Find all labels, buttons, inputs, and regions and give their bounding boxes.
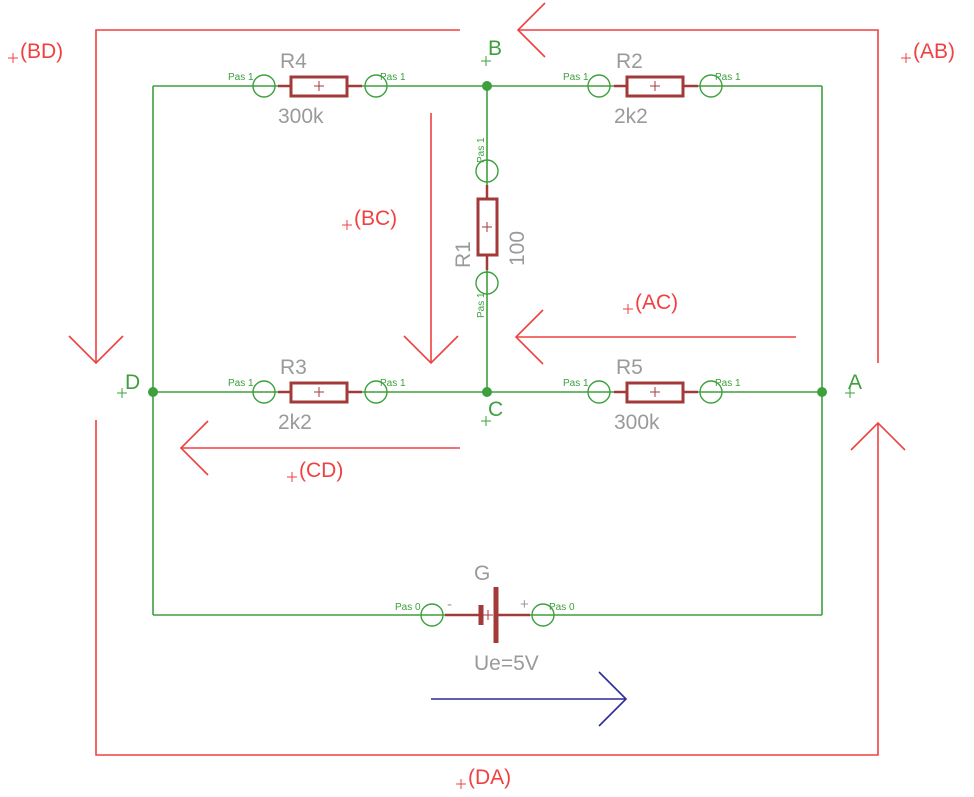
pad-circles	[252, 74, 723, 627]
battery-symbol	[445, 587, 530, 643]
r4-name: R4	[280, 50, 307, 73]
current-label-bd: (BD)	[20, 40, 63, 63]
node-label-d: D	[125, 371, 140, 394]
junction-c	[482, 387, 492, 397]
arrow-bc-head	[403, 335, 459, 365]
r4-value: 300k	[278, 105, 324, 128]
r1-value: 100	[506, 231, 529, 266]
current-label-da: (DA)	[468, 766, 511, 789]
r5-pad-left: Pas 1	[563, 378, 589, 389]
r5-name: R5	[616, 356, 643, 379]
current-label-ab: (AB)	[913, 40, 955, 63]
r5-pad-right: Pas 1	[715, 378, 741, 389]
r2-value: 2k2	[614, 105, 648, 128]
junction-a	[817, 387, 827, 397]
r3-name: R3	[280, 356, 307, 379]
arrow-bd-head	[68, 335, 124, 365]
resistor-leads	[278, 84, 698, 394]
arrow-ac-head	[514, 309, 544, 365]
arrow-ab	[518, 29, 879, 363]
junction-b	[482, 81, 492, 91]
current-label-bc: (BC)	[354, 207, 397, 230]
node-label-b: B	[488, 37, 502, 60]
r2-pad-right: Pas 1	[715, 72, 741, 83]
node-crosses	[117, 56, 855, 426]
r3-value: 2k2	[278, 411, 312, 434]
source-plus-sign: +	[520, 596, 529, 613]
source-name: G	[474, 562, 490, 585]
current-arrows	[68, 2, 906, 756]
r4-pad-left: Pas 1	[228, 72, 254, 83]
arrow-da	[95, 420, 879, 756]
current-label-ac: (AC)	[635, 291, 678, 314]
source-value: Ue=5V	[474, 652, 539, 675]
origin-crosses	[314, 81, 660, 620]
node-label-a: A	[848, 371, 862, 394]
arrow-da-head	[850, 421, 906, 451]
arrow-cd-head	[179, 420, 209, 476]
r1-pad-bottom: Pas 1	[476, 292, 487, 318]
source-pad-right: Pas 0	[549, 602, 575, 613]
r4-pad-right: Pas 1	[380, 72, 406, 83]
r5-value: 300k	[614, 411, 660, 434]
current-label-crosses	[8, 53, 911, 789]
source-minus-sign: -	[447, 596, 452, 613]
source-direction-arrow	[431, 671, 628, 727]
r1-pad-top: Pas 1	[476, 137, 487, 163]
node-label-c: C	[488, 398, 503, 421]
current-label-cd: (CD)	[299, 459, 343, 482]
r2-name: R2	[616, 50, 643, 73]
junctions	[148, 81, 827, 397]
r3-pad-left: Pas 1	[228, 378, 254, 389]
arrow-bd	[95, 29, 460, 363]
wires	[152, 85, 823, 616]
r2-pad-left: Pas 1	[563, 72, 589, 83]
r1-name: R1	[452, 241, 475, 268]
r3-pad-right: Pas 1	[380, 378, 406, 389]
junction-d	[148, 387, 158, 397]
arrow-ab-head	[516, 2, 546, 58]
source-pad-left: Pas 0	[395, 602, 421, 613]
